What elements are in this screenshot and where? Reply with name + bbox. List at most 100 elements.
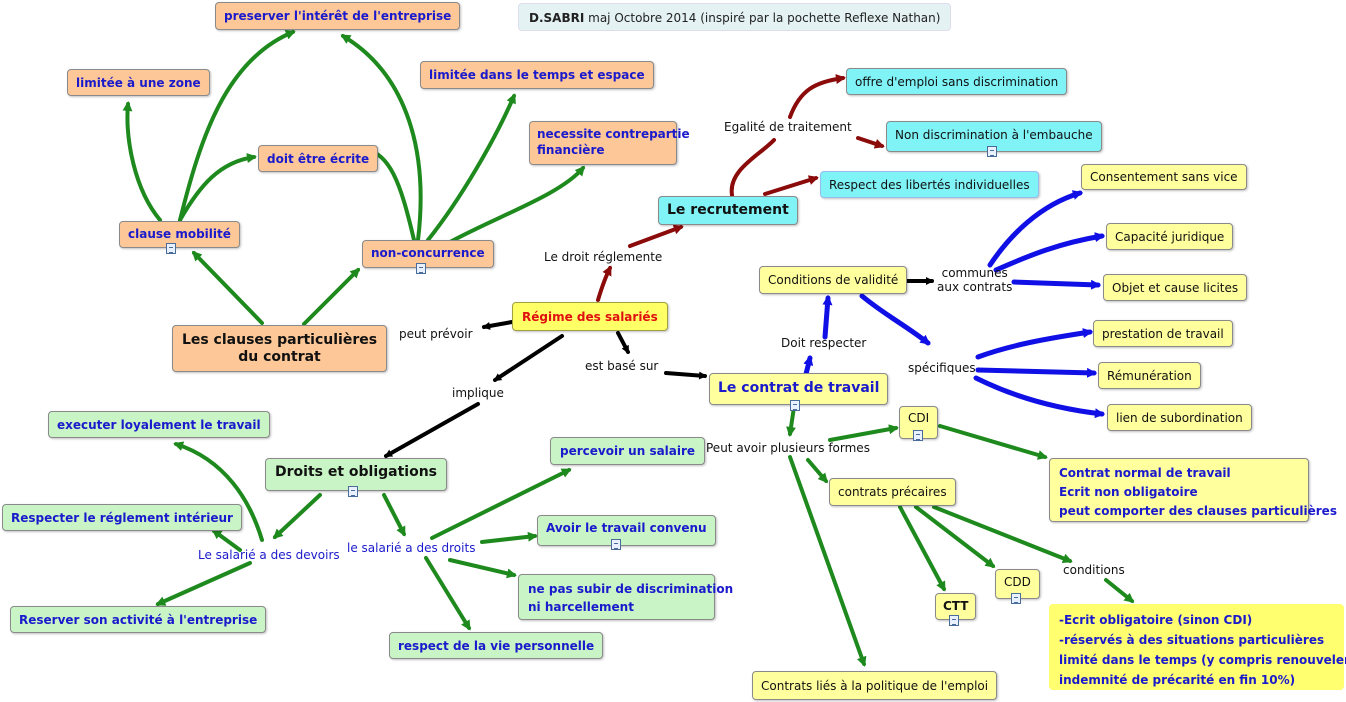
subordination-node[interactable]: lien de subordination <box>1107 404 1252 431</box>
arrow-mobilite-ecrite <box>178 153 257 222</box>
conditions-details-node[interactable]: -Ecrit obligatoire (sinon CDI) -réservés… <box>1049 604 1346 690</box>
conditions-validite-node[interactable]: Conditions de validité <box>759 266 908 294</box>
reglement-label: Respecter le réglement intérieur <box>11 511 233 525</box>
arrow-mobilite-zone <box>122 101 162 222</box>
arrow-droit-reglemente-1 <box>596 265 612 302</box>
loyalement-label: executer loyalement le travail <box>57 418 261 432</box>
arrow-nonconc-preserver <box>340 34 423 242</box>
arrow-conditions-specifiques <box>859 293 931 346</box>
communes-line1: communes <box>941 266 1008 280</box>
objet-label: Objet et cause licites <box>1112 281 1239 295</box>
droits-node[interactable]: Droits et obligations <box>265 458 448 491</box>
note-icon[interactable] <box>987 146 997 157</box>
vie-perso-node[interactable]: respect de la vie personnelle <box>389 632 604 659</box>
arrow-mobilite-preserver <box>178 30 296 222</box>
conditions-details-line3: limité dans le temps (y compris renouvel… <box>1059 653 1346 667</box>
cdd-label: CDD <box>1004 575 1031 589</box>
clauses-title-line1: Les clauses particulières <box>181 332 378 348</box>
recrutement-node[interactable]: Le recrutement <box>658 196 798 225</box>
prestation-label: prestation de travail <box>1102 327 1224 341</box>
arrow-implique-1 <box>493 334 564 382</box>
non-discrimination-node[interactable]: Non discrimination à l'embauche <box>886 121 1102 152</box>
arrow-precaires-ctt <box>898 505 946 592</box>
cdi-details-line1: Contrat normal de travail <box>1059 466 1231 480</box>
capacite-label: Capacité juridique <box>1115 230 1225 244</box>
contrepartie-node[interactable]: necessite contrepartie financière <box>529 121 690 165</box>
objet-node[interactable]: Objet et cause licites <box>1103 274 1248 301</box>
respect-libertes-node[interactable]: Respect des libertés individuelles <box>820 171 1039 198</box>
discrimination-node[interactable]: ne pas subir de discrimination ni harcel… <box>518 574 734 620</box>
travail-convenu-node[interactable]: Avoir le travail convenu <box>537 515 716 546</box>
remuneration-node[interactable]: Rémunération <box>1098 362 1201 389</box>
note-icon[interactable] <box>949 615 959 626</box>
arrow-droits-convenu <box>480 531 538 544</box>
note-icon[interactable] <box>611 539 621 550</box>
conditions-details-line1: -Ecrit obligatoire (sinon CDI) <box>1059 613 1253 627</box>
ecrite-node[interactable]: doit être écrite <box>258 145 379 172</box>
zone-node[interactable]: limitée à une zone <box>67 69 210 96</box>
arrow-droits-salaire <box>430 468 572 540</box>
label-implique: implique <box>452 386 504 400</box>
arrow-specifiques-prestation <box>975 328 1093 360</box>
salaire-node[interactable]: percevoir un salaire <box>550 437 706 465</box>
label-conditions: conditions <box>1063 563 1125 577</box>
note-icon[interactable] <box>348 486 358 497</box>
clause-mobilite-node[interactable]: clause mobilité <box>119 221 240 248</box>
arrow-peut-prevoir <box>482 320 514 330</box>
non-concurrence-node[interactable]: non-concurrence <box>362 240 494 268</box>
arrow-precaires-cdd <box>914 505 996 568</box>
note-icon[interactable] <box>416 263 426 274</box>
arrow-specifiques-remuneration <box>975 367 1097 378</box>
precaires-node[interactable]: contrats précaires <box>829 478 956 506</box>
center-node[interactable]: Régime des salariés <box>512 302 668 331</box>
header-text: maj Octobre 2014 (inspiré par la pochett… <box>584 11 941 25</box>
consentement-node[interactable]: Consentement sans vice <box>1081 164 1247 190</box>
arrow-implique-2 <box>384 402 480 458</box>
cdi-details-line3: peut comporter des clauses particulières <box>1059 504 1337 518</box>
arrow-droits-droits <box>382 493 406 537</box>
note-icon[interactable] <box>166 243 176 254</box>
politique-emploi-node[interactable]: Contrats liés à la politique de l'emploi <box>752 671 998 700</box>
arrow-egalite-1 <box>729 138 776 197</box>
contrat-title: Le contrat de travail <box>718 380 880 396</box>
arrow-droits-devoirs <box>272 493 322 540</box>
cdi-label: CDI <box>908 411 930 425</box>
arrow-formes-politique <box>788 455 867 667</box>
ctt-node[interactable]: CTT <box>935 593 977 620</box>
prestation-node[interactable]: prestation de travail <box>1093 320 1233 347</box>
note-icon[interactable] <box>790 400 800 411</box>
vie-perso-label: respect de la vie personnelle <box>398 639 595 653</box>
respect-libertes-label: Respect des libertés individuelles <box>829 178 1030 192</box>
arrow-devoirs-loyalement <box>173 441 264 542</box>
arrow-specifiques-subordination <box>973 375 1105 419</box>
contrat-node[interactable]: Le contrat de travail <box>709 373 889 405</box>
offre-node[interactable]: offre d'emploi sans discrimination <box>846 68 1068 95</box>
arrow-nonconc-temps <box>426 93 516 242</box>
reserver-node[interactable]: Reserver son activité à l'entreprise <box>10 606 267 633</box>
clauses-node[interactable]: Les clauses particulières du contrat <box>172 325 387 372</box>
arrow-respect-libertes <box>763 175 819 196</box>
arrow-est-base-sur-1 <box>616 331 630 354</box>
subordination-label: lien de subordination <box>1116 411 1243 425</box>
label-doit-respecter: Doit respecter <box>781 336 867 350</box>
loyalement-node[interactable]: executer loyalement le travail <box>48 411 270 438</box>
reglement-node[interactable]: Respecter le réglement intérieur <box>2 504 242 531</box>
capacite-node[interactable]: Capacité juridique <box>1106 223 1234 250</box>
contrepartie-line1: necessite contrepartie <box>537 127 690 141</box>
arrow-precaires-conditions <box>932 505 1073 564</box>
arrow-doit-respecter <box>803 355 814 377</box>
discrimination-line1: ne pas subir de discrimination <box>528 582 734 596</box>
temps-espace-node[interactable]: limitée dans le temps et espace <box>420 61 654 89</box>
non-discrimination-label: Non discrimination à l'embauche <box>895 128 1093 142</box>
remuneration-label: Rémunération <box>1107 369 1192 383</box>
arrow-communes-consentement <box>987 190 1083 268</box>
arrow-droit-reglemente-2 <box>628 224 684 248</box>
arrow-droits-discrimination <box>448 558 517 579</box>
communes-line2: aux contrats <box>937 280 1013 294</box>
preserver-node[interactable]: preserver l'intérêt de l'entreprise <box>215 2 461 30</box>
note-icon[interactable] <box>913 430 923 441</box>
conditions-details-line2: -réservés à des situations particulières <box>1059 633 1325 647</box>
cdi-details-node[interactable]: Contrat normal de travail Ecrit non obli… <box>1049 458 1337 522</box>
temps-espace-label: limitée dans le temps et espace <box>429 68 645 82</box>
note-icon[interactable] <box>1011 593 1021 604</box>
